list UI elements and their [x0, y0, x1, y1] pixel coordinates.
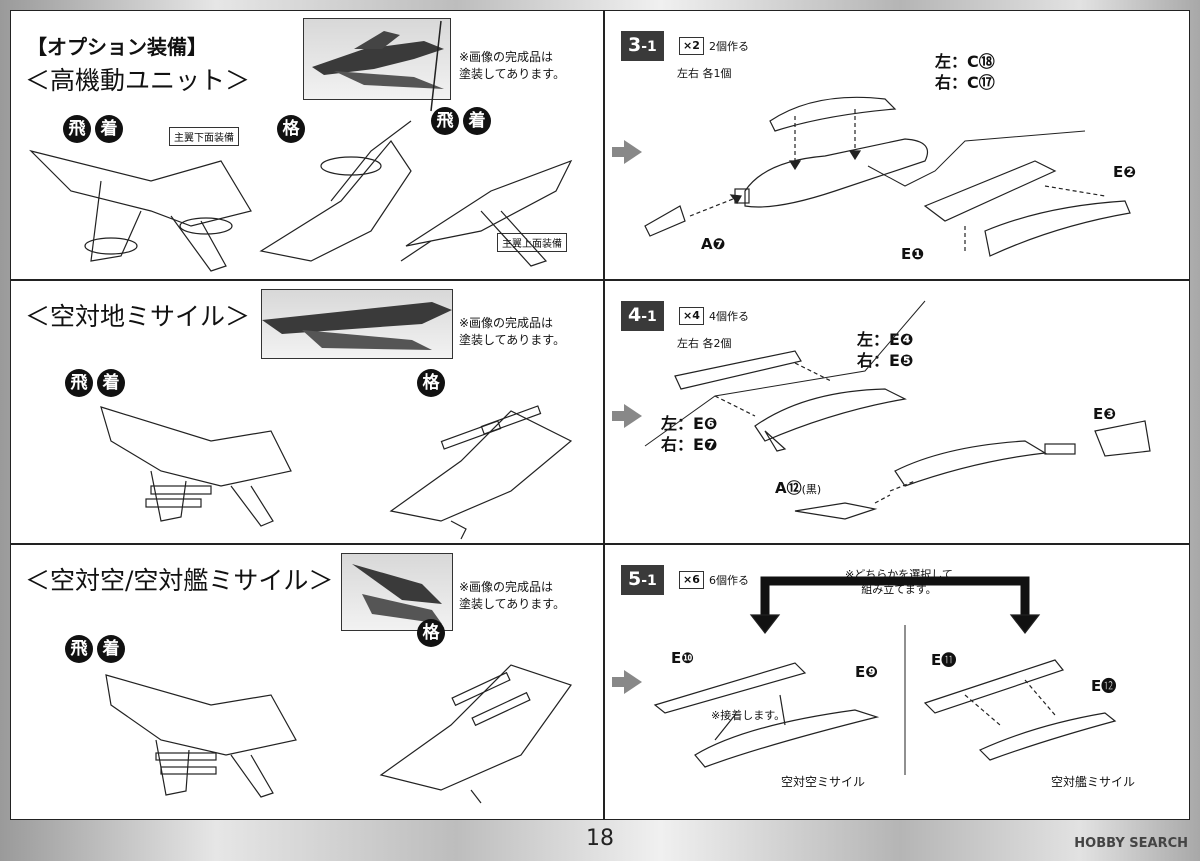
part-label-e2: E❷ [1113, 163, 1136, 181]
panel-high-mobility-unit: 【オプション装備】 ＜高機動ユニット＞ ※画像の完成品は 塗装してあります。 飛… [10, 10, 604, 280]
panel-step-3-1: 3-1 ×2 2個作る 左右 各1個 左：C⑱ 右：C⑰ E❷ E❶ A❼ [604, 10, 1190, 280]
step-5-1-diagram [653, 576, 1117, 775]
part-label-c: 左：C⑱ 右：C⑰ [935, 52, 995, 92]
product-photo-3 [341, 553, 453, 631]
product-photo [303, 18, 451, 100]
missile-aa-title: ＜空対空/空対艦ミサイル＞ [25, 566, 334, 595]
step-number-2: 4-1 [621, 301, 664, 331]
part-label-a12: A⑫(黒) [775, 479, 822, 497]
missile-ag-title: ＜空対地ミサイル＞ [25, 302, 251, 331]
black-color-note: (黒) [801, 483, 822, 496]
multiplier-badge: ×2 [679, 37, 704, 55]
multiplier-badge-3: ×6 [679, 571, 704, 589]
make-count-3: 6個作る [709, 574, 749, 587]
part-label-e11: E⓫ [931, 651, 957, 669]
unit-title: ＜高機動ユニット＞ [25, 66, 251, 95]
seal-fight: 格 [277, 115, 305, 143]
part-label-e10: E❿ [671, 649, 694, 667]
left-right-note: 左右 各1個 [677, 67, 732, 80]
seal-fight-3: 格 [417, 619, 445, 647]
seal-fly-2: 飛 [431, 107, 459, 135]
seal-land-3: 着 [97, 369, 125, 397]
photo-note-2: ※画像の完成品は 塗装してあります。 [459, 316, 566, 347]
part-label-e12: E⓬ [1091, 677, 1117, 695]
step-number: 3-1 [621, 31, 664, 61]
flow-arrow-1 [612, 140, 642, 164]
product-photo-2 [261, 289, 453, 359]
part-label-e45: 左：E❹ 右：E❺ [857, 330, 914, 370]
flow-arrow-2 [612, 404, 642, 428]
photo-image-3 [352, 564, 442, 624]
seal-fly-3: 飛 [65, 369, 93, 397]
seal-fly: 飛 [63, 115, 91, 143]
part-label-e3: E❸ [1093, 405, 1116, 423]
fighter-illustrations [29, 20, 573, 272]
multiplier-badge-2: ×4 [679, 307, 704, 325]
panel-step-4-1: 4-1 ×4 4個作る 左右 各2個 左：E❹ 右：E❺ 左：E❻ 右：E❼ E… [604, 280, 1190, 544]
photo-image [312, 31, 444, 89]
left-right-note-2: 左右 各2個 [677, 337, 732, 350]
anti-ship-caption: 空対艦ミサイル [1051, 775, 1136, 789]
make-count: 2個作る [709, 40, 749, 53]
missile-ag-illustrations [100, 405, 573, 540]
part-label-e1: E❶ [901, 245, 924, 263]
photo-note: ※画像の完成品は 塗装してあります。 [459, 50, 566, 81]
step-3-1-diagram [644, 96, 1131, 257]
part-label-a7: A❼ [701, 235, 726, 253]
air-to-air-caption: 空対空ミサイル [781, 775, 866, 789]
step-number-3: 5-1 [621, 565, 664, 595]
seal-land-2: 着 [463, 107, 491, 135]
panel-air-to-ground-missile: ＜空対地ミサイル＞ ※画像の完成品は 塗装してあります。 飛 着 格 [10, 280, 604, 544]
page-number: 18 [586, 826, 614, 851]
seal-land-4: 着 [97, 635, 125, 663]
seal-land: 着 [95, 115, 123, 143]
panel-air-to-air-missile: ＜空対空/空対艦ミサイル＞ ※画像の完成品は 塗装してあります。 飛 着 格 [10, 544, 604, 820]
seal-fly-4: 飛 [65, 635, 93, 663]
glue-note: ※接着します。 [711, 709, 786, 722]
step-4-1-diagram [644, 300, 1151, 520]
missile-aa-illustrations [105, 664, 572, 804]
photo-image-2 [262, 302, 452, 350]
seal-fight-2: 格 [417, 369, 445, 397]
photo-note-3: ※画像の完成品は 塗装してあります。 [459, 580, 566, 611]
section-heading: 【オプション装備】 [27, 35, 207, 59]
lower-wing-label: 主翼下面装備 [169, 127, 239, 146]
part-label-e9: E❾ [855, 663, 878, 681]
part-label-e67: 左：E❻ 右：E❼ [661, 414, 718, 454]
watermark: HOBBY SEARCH [1074, 836, 1188, 851]
flow-arrow-3 [612, 670, 642, 694]
panel-step-5-1: 5-1 ×6 6個作る ※どちらかを選択して 組み立てます。 E❿ E❾ E⓫ … [604, 544, 1190, 820]
make-count-2: 4個作る [709, 310, 749, 323]
